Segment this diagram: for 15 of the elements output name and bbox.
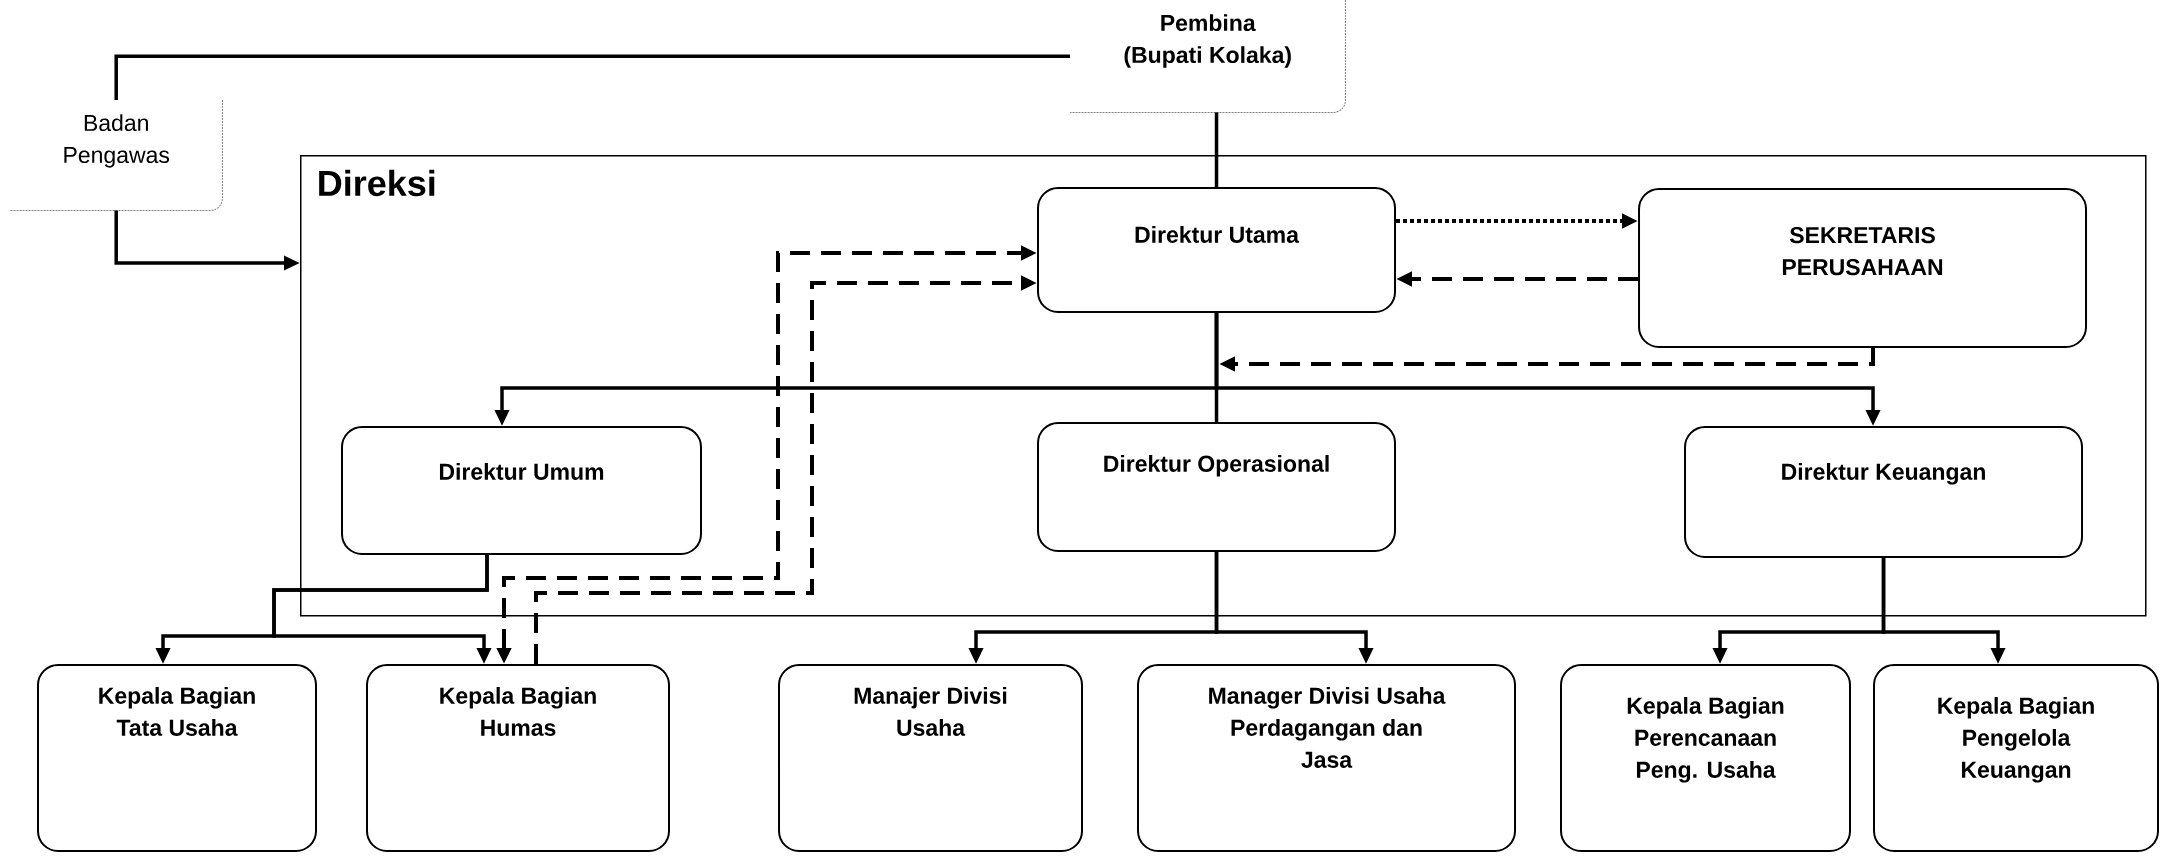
connector-line bbox=[1214, 112, 1219, 187]
position-box: Kepala Bagian Pengelola Keuangan bbox=[1873, 664, 2160, 852]
position-box: Kepala Bagian Perencanaan Peng. Usaha bbox=[1560, 664, 1851, 852]
position-box: Direktur Operasional bbox=[1037, 422, 1396, 552]
position-box: Direktur Keuangan bbox=[1684, 426, 2084, 558]
position-box: Kepala Bagian Tata Usaha bbox=[37, 664, 317, 852]
label-box: Pembina (Bupati Kolaka) bbox=[1069, 0, 1346, 113]
position-box: Manager Divisi Usaha Perdagangan dan Jasa bbox=[1137, 664, 1516, 852]
position-box: Manajer Divisi Usaha bbox=[778, 664, 1083, 852]
position-box: SEKRETARIS PERUSAHAAN bbox=[1638, 188, 2088, 348]
position-box: Kepala Bagian Humas bbox=[366, 664, 670, 852]
position-box: Direktur Umum bbox=[341, 426, 702, 555]
label-box: Badan Pengawas bbox=[9, 99, 223, 211]
position-box: Direktur Utama bbox=[1037, 187, 1396, 313]
connector-line bbox=[114, 54, 1070, 100]
